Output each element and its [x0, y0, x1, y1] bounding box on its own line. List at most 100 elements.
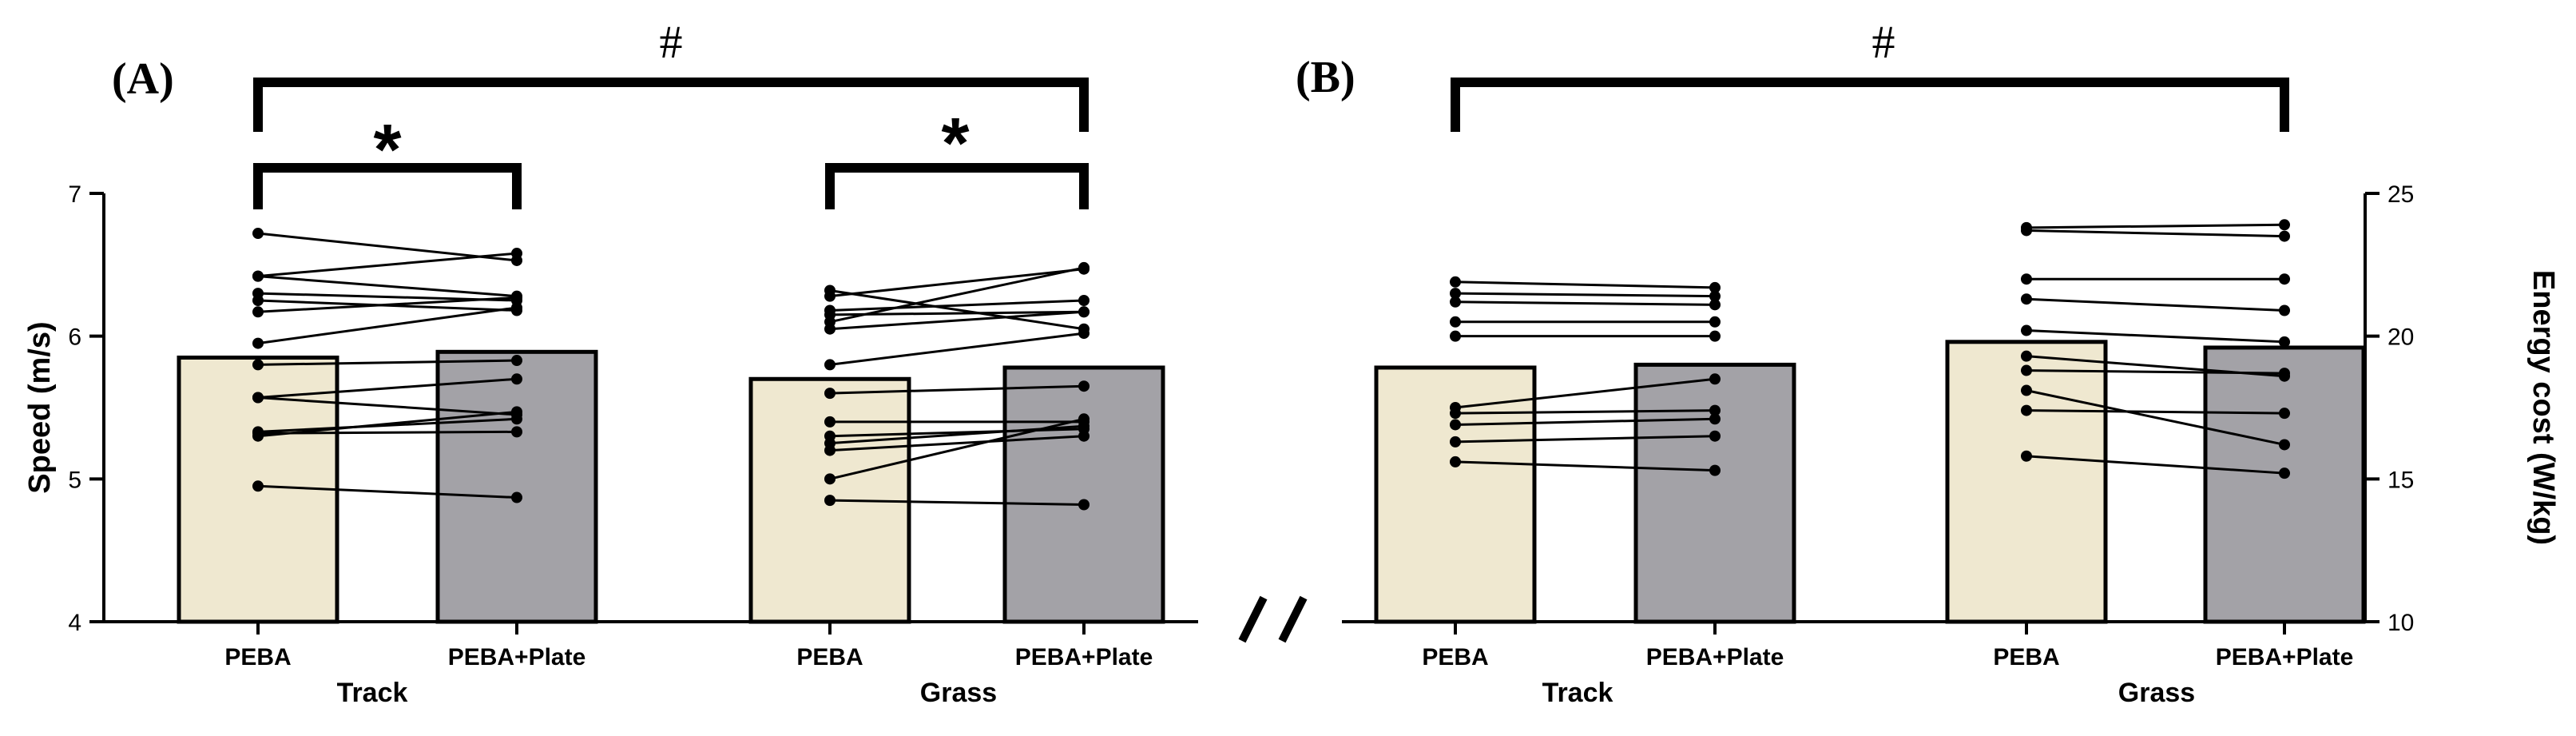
pair-line-0-0-12 — [257, 410, 518, 438]
dot-1-0-8-0 — [1450, 436, 1461, 448]
y-tick-label-right-2: 20 — [2387, 324, 2414, 351]
dot-1-1-7-1 — [2279, 439, 2290, 451]
dot-0-0-5-1 — [511, 292, 522, 304]
pair-line-0-0-9 — [257, 396, 518, 416]
dot-0-0-11-1 — [511, 426, 522, 438]
dot-1-0-9-1 — [1709, 464, 1721, 476]
bracket-overall-b — [1451, 78, 2289, 132]
y-tick-label-right-3: 25 — [2387, 181, 2414, 208]
dot-1-1-8-0 — [2021, 404, 2032, 416]
pair-line-0-1-11 — [829, 435, 1085, 452]
bracket-overall-a — [253, 78, 1089, 132]
pair-line-1-1-7 — [2026, 389, 2285, 446]
paired-lines — [252, 219, 2290, 511]
dot-0-0-6-1 — [511, 301, 522, 313]
dot-1-0-3-1 — [1709, 316, 1721, 328]
pair-line-0-1-3 — [829, 310, 1085, 316]
pair-line-0-1-7 — [829, 384, 1085, 395]
pair-line-1-0-7 — [1455, 417, 1716, 426]
pair-line-0-0-5 — [257, 296, 518, 313]
category-label-1-0-0: PEBA — [1422, 644, 1488, 670]
dot-0-0-7-0 — [252, 359, 264, 371]
dot-0-1-7-1 — [1078, 380, 1090, 392]
dot-1-0-7-0 — [1450, 419, 1461, 431]
dot-0-1-1-0 — [824, 290, 836, 302]
sig-grass-a: * — [941, 104, 969, 184]
dot-1-1-9-1 — [2279, 467, 2290, 479]
dot-0-1-4-1 — [1078, 261, 1090, 273]
category-label-0-0-1: PEBA+Plate — [448, 644, 586, 670]
dot-1-0-0-1 — [1709, 281, 1721, 293]
pair-line-1-1-4 — [2026, 329, 2285, 344]
pair-line-1-1-6 — [2026, 369, 2285, 375]
category-label-1-1-0: PEBA — [1993, 644, 2059, 670]
dot-0-0-7-1 — [511, 355, 522, 367]
dot-0-1-13-1 — [1078, 499, 1090, 511]
pair-line-0-1-6 — [829, 332, 1085, 366]
dot-0-0-0-0 — [252, 228, 264, 240]
dot-0-0-1-1 — [511, 248, 522, 260]
pair-line-0-1-2 — [829, 299, 1085, 312]
dot-0-1-13-0 — [824, 495, 836, 507]
bar-0-0-1 — [435, 349, 598, 624]
axis-break-mark-1 — [1238, 595, 1268, 643]
dot-1-0-0-0 — [1450, 276, 1461, 288]
bar-1-1-0 — [1945, 340, 2108, 624]
dot-1-1-7-0 — [2021, 384, 2032, 396]
dot-0-0-13-0 — [252, 480, 264, 492]
dot-1-0-6-0 — [1450, 408, 1461, 420]
sig-overall-a: # — [660, 16, 683, 68]
dot-1-1-1-1 — [2279, 230, 2290, 242]
dot-1-0-9-0 — [1450, 456, 1461, 467]
dot-0-0-6-0 — [252, 337, 264, 349]
dot-0-1-7-0 — [824, 388, 836, 400]
bracket-grass-a — [825, 163, 1089, 209]
dot-1-1-2-0 — [2021, 273, 2032, 285]
category-label-0-1-1: PEBA+Plate — [1015, 644, 1153, 670]
pair-line-0-0-13 — [257, 484, 518, 499]
dot-1-1-3-1 — [2279, 304, 2290, 316]
category-label-1-1-1: PEBA+Plate — [2216, 644, 2354, 670]
dot-1-1-0-1 — [2279, 219, 2290, 231]
axis-break-mark-2 — [1278, 595, 1308, 643]
dot-0-0-12-1 — [511, 406, 522, 418]
dot-0-1-6-1 — [1078, 328, 1090, 340]
dot-1-1-9-0 — [2021, 450, 2032, 462]
sig-overall-b: # — [1872, 16, 1895, 68]
dot-0-0-12-0 — [252, 430, 264, 442]
y-tick-label-left-2: 6 — [68, 324, 81, 351]
dot-1-0-2-0 — [1450, 296, 1461, 308]
pair-line-1-1-0 — [2026, 223, 2285, 229]
pair-line-0-1-4 — [829, 266, 1085, 324]
dot-0-1-12-0 — [824, 473, 836, 485]
dot-0-0-13-1 — [511, 491, 522, 503]
pair-line-1-1-3 — [2026, 297, 2285, 312]
dot-0-1-5-1 — [1078, 306, 1090, 318]
group-label-0-1: Grass — [920, 678, 997, 708]
dot-0-1-6-0 — [824, 359, 836, 371]
dot-0-0-4-0 — [252, 295, 264, 306]
dot-1-1-5-0 — [2021, 350, 2032, 362]
pair-line-0-0-7 — [257, 359, 518, 366]
panel-label-b: (B) — [1296, 53, 1355, 102]
pair-line-0-1-5 — [829, 310, 1085, 331]
pair-line-0-0-10 — [257, 417, 518, 433]
pair-line-1-1-1 — [2026, 229, 2285, 238]
dot-1-1-2-1 — [2279, 273, 2290, 285]
dot-1-0-2-1 — [1709, 299, 1721, 311]
pair-line-0-1-13 — [829, 499, 1085, 506]
category-label-0-1-0: PEBA — [796, 644, 863, 670]
pair-line-1-0-8 — [1455, 435, 1716, 444]
y-axis-title-left: Speed (m/s) — [23, 321, 57, 493]
group-label-0-0: Track — [337, 678, 408, 708]
sig-track-a: * — [373, 110, 401, 190]
dot-1-1-3-0 — [2021, 293, 2032, 305]
y-tick-label-left-3: 7 — [68, 181, 81, 208]
pair-line-0-0-1 — [257, 252, 518, 278]
y-tick-label-left-1: 5 — [68, 467, 81, 493]
dot-0-0-5-0 — [252, 306, 264, 318]
